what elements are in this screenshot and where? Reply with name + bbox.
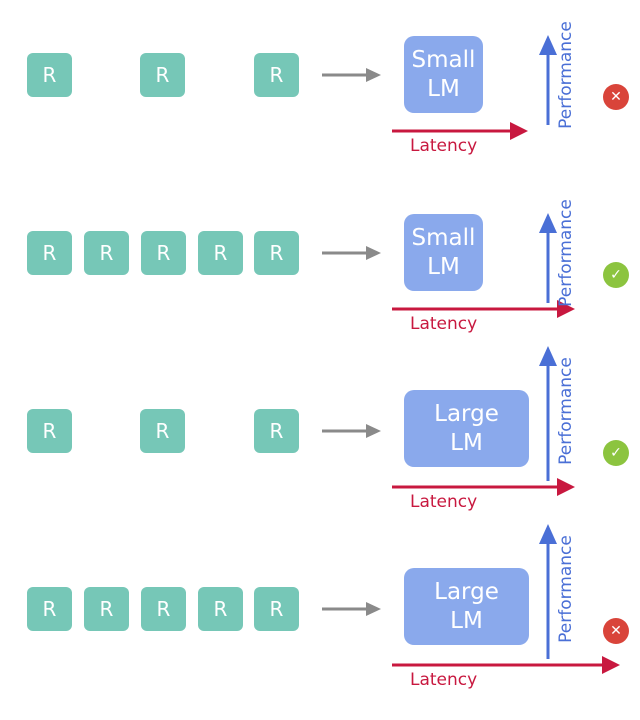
lm-label: LM bbox=[450, 429, 483, 456]
reranker-box: R bbox=[254, 53, 299, 97]
arrows bbox=[322, 346, 575, 496]
latency-label: Latency bbox=[410, 314, 478, 334]
reranker-box: R bbox=[254, 231, 299, 275]
lm-label: LM bbox=[427, 75, 460, 102]
latency-arrow bbox=[392, 122, 528, 140]
lm-label: LM bbox=[427, 253, 460, 280]
reranker-box: R bbox=[27, 409, 72, 453]
reranker-box: R bbox=[84, 587, 129, 631]
lm-label: Small bbox=[411, 224, 476, 251]
performance-label: Performance bbox=[556, 199, 576, 307]
reranker-box: R bbox=[254, 409, 299, 453]
performance-arrow bbox=[539, 35, 557, 125]
reranker-box: R bbox=[27, 587, 72, 631]
reranker-box: R bbox=[254, 587, 299, 631]
latency-arrow bbox=[392, 300, 575, 318]
latency-arrow bbox=[392, 656, 620, 674]
reranker-box: R bbox=[141, 231, 186, 275]
lm-label: Large bbox=[434, 400, 499, 427]
latency-arrow bbox=[392, 478, 575, 496]
reranker-box: R bbox=[198, 231, 243, 275]
performance-label: Performance bbox=[556, 535, 576, 643]
cross-icon: ✕ bbox=[603, 618, 629, 644]
flow-arrow-icon bbox=[322, 602, 381, 616]
arrows bbox=[322, 35, 557, 140]
arrows bbox=[322, 524, 620, 674]
performance-arrow bbox=[539, 213, 557, 303]
performance-arrow bbox=[539, 524, 557, 659]
flow-arrow-icon bbox=[322, 246, 381, 260]
lm-label: Large bbox=[434, 578, 499, 605]
reranker-box: R bbox=[140, 409, 185, 453]
flow-arrow-icon bbox=[322, 68, 381, 82]
lm-label: Small bbox=[411, 46, 476, 73]
reranker-box: R bbox=[141, 587, 186, 631]
performance-label: Performance bbox=[556, 21, 576, 129]
latency-label: Latency bbox=[410, 492, 478, 512]
latency-label: Latency bbox=[410, 670, 478, 690]
reranker-box: R bbox=[140, 53, 185, 97]
flow-arrow-icon bbox=[322, 424, 381, 438]
reranker-box: R bbox=[27, 53, 72, 97]
reranker-box: R bbox=[84, 231, 129, 275]
lm-label: LM bbox=[450, 607, 483, 634]
arrows bbox=[322, 213, 575, 318]
latency-label: Latency bbox=[410, 136, 478, 156]
check-icon: ✓ bbox=[603, 440, 629, 466]
cross-icon: ✕ bbox=[603, 84, 629, 110]
reranker-box: R bbox=[27, 231, 72, 275]
performance-arrow bbox=[539, 346, 557, 481]
check-icon: ✓ bbox=[603, 262, 629, 288]
performance-label: Performance bbox=[556, 357, 576, 465]
reranker-box: R bbox=[198, 587, 243, 631]
